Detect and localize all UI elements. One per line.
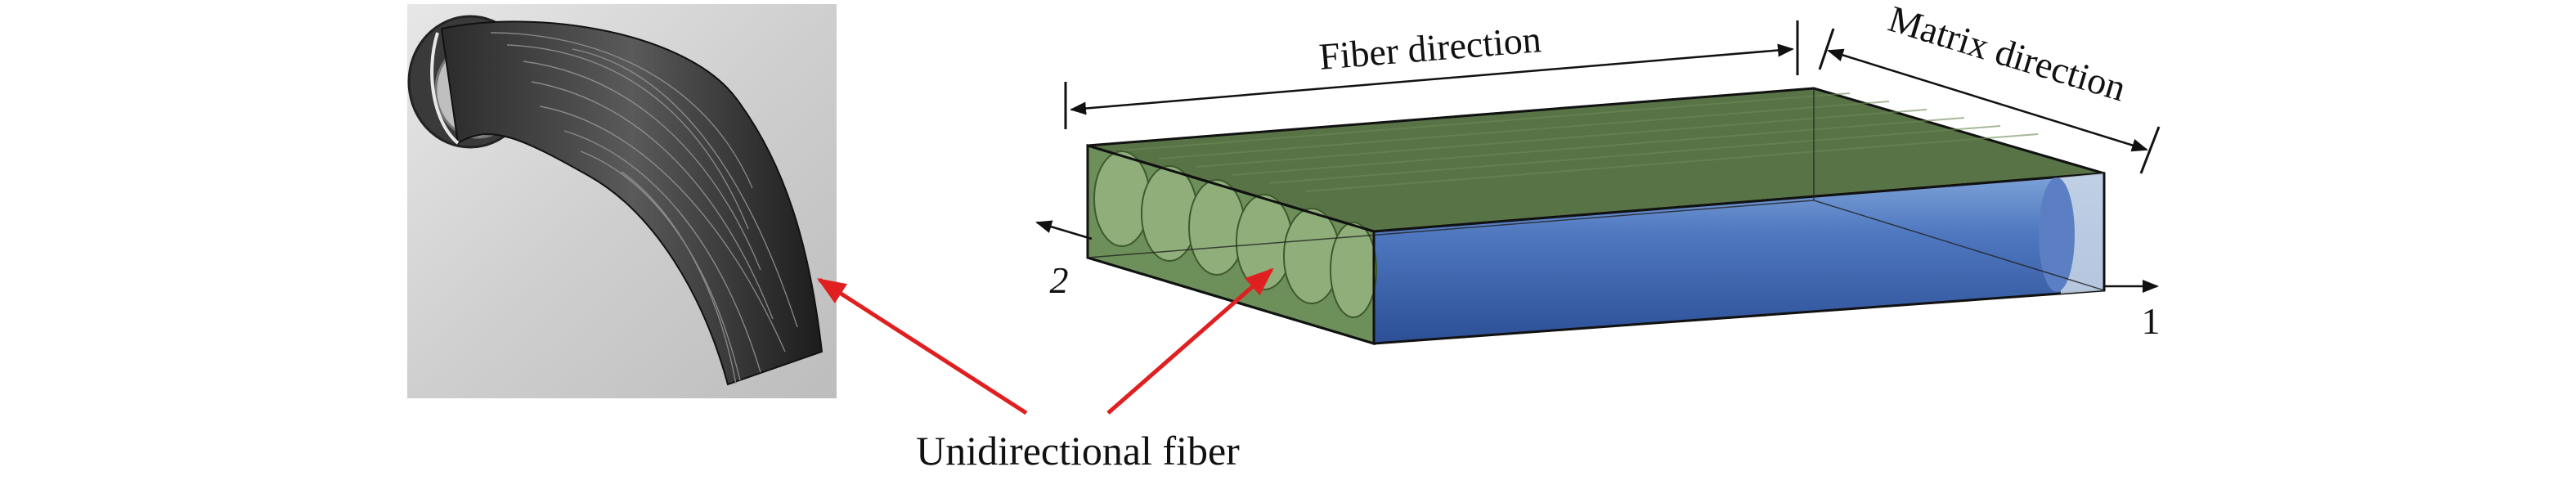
- unidirectional-fiber-label: Unidirectional fiber: [916, 428, 1240, 474]
- axis-1: 1: [2104, 280, 2161, 342]
- pointer-arrows: [817, 267, 1274, 415]
- pointer-arrow-to-photo: [817, 277, 1028, 415]
- matrix-direction-label: Matrix direction: [1884, 0, 2131, 109]
- pointer-arrow-to-lamina: [1106, 267, 1274, 415]
- axis-2: 2: [1035, 220, 1093, 301]
- fiber-cross-sections: [1093, 150, 1377, 318]
- axis-1-label: 1: [2142, 300, 2161, 342]
- lamina-block: [1086, 87, 2106, 346]
- fiber-direction-label: Fiber direction: [1317, 18, 1542, 78]
- carbon-fiber-roll-photo: [407, 4, 837, 398]
- axis-2-label: 2: [1050, 259, 1069, 301]
